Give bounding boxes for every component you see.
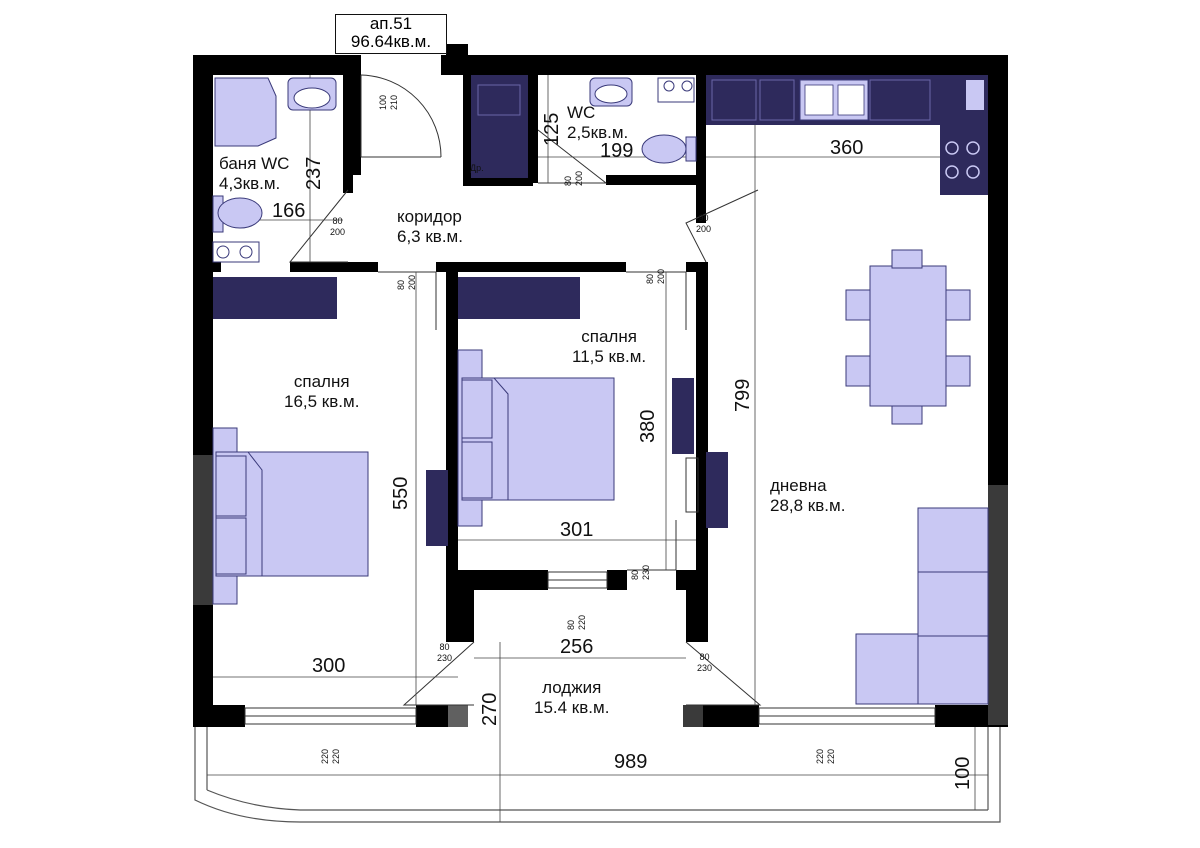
door-bath-w: 80 [332,216,343,226]
bedroom-large-label: спалня 16,5 кв.м. [284,372,359,412]
bedroom-large-name: спалня [293,372,350,391]
storage-label: Др. [470,163,484,173]
door-bedroom-large-w: 80 [396,279,406,290]
door-living-h: 200 [696,224,712,234]
bath-label: баня WC 4,3кв.м. [219,154,289,194]
bath-name: баня WC [219,154,290,173]
corridor-area: 6,3 кв.м. [397,227,463,246]
wc-area: 2,5кв.м. [567,123,629,142]
window-left-w: 220 [320,748,330,764]
dim-living-height: 799 [732,378,754,412]
kitchen-counter [706,75,988,195]
door-loggia-right-h: 230 [697,663,713,673]
door-bedroom-small-w: 80 [645,273,655,284]
bedroom-small-area: 11,5 кв.м. [572,347,647,366]
living-furniture [845,249,989,705]
door-bedroom-small-balcony-h: 230 [641,564,651,580]
door-bedroom-small-balcony-w: 80 [630,569,640,580]
dim-bedroom-small-width: 301 [560,519,594,541]
door-bedroom-small-h: 200 [656,268,666,284]
dim-loggia-depth: 270 [479,692,501,726]
dim-living-width: 360 [830,137,864,159]
wc-label: WC 2,5кв.м. [567,103,628,143]
storage-cabinet [471,75,528,178]
corridor-label: коридор 6,3 кв.м. [397,207,463,247]
dim-bath-width: 166 [272,200,306,222]
door-loggia-left-w: 80 [439,642,450,652]
dim-bedroom-large-width: 300 [312,655,346,677]
door-loggia-window-w: 80 [566,619,576,630]
window-left-h: 220 [331,748,341,764]
apartment-label-box: ап.51 96.64кв.м. [335,14,447,54]
hatched-walls [193,455,1008,727]
door-wc-h: 200 [574,170,584,186]
door-living-w: 90 [698,213,709,223]
bedroom-small-label: спалня 11,5 кв.м. [572,327,646,367]
wc-name: WC [567,103,596,122]
apartment-name: ап.51 [369,14,413,33]
loggia-area: 15.4 кв.м. [534,698,610,717]
dim-total-width: 989 [614,751,648,773]
dim-wc-height: 125 [541,112,563,146]
balcony-outline [194,725,1001,823]
dim-bedroom-large-height: 550 [390,476,412,510]
bath-fixtures [212,77,697,263]
bedroom-large-furniture [212,277,448,605]
window-right-h: 220 [826,748,836,764]
dim-bath-height: 237 [303,156,325,190]
door-entrance-w: 100 [378,94,388,110]
bedroom-small-name: спалня [581,327,637,346]
loggia-label: лоджия 15.4 кв.м. [534,678,609,718]
loggia-name: лоджия [542,678,602,697]
living-name: дневна [770,476,827,495]
door-bedroom-large-h: 200 [407,274,417,290]
door-swings [288,74,762,706]
living-area: 28,8 кв.м. [770,496,846,515]
dim-wc-width: 199 [600,140,634,162]
bedroom-small-furniture [457,277,728,528]
apartment-area: 96.64кв.м. [350,32,432,51]
door-wc-w: 80 [563,175,573,186]
living-label: дневна 28,8 кв.м. [770,476,845,516]
bedroom-large-area: 16,5 кв.м. [284,392,360,411]
door-entrance-h: 210 [389,94,399,110]
door-loggia-right-w: 80 [699,652,710,662]
door-loggia-left-h: 230 [437,653,453,663]
dim-bedroom-small-height: 380 [637,409,659,443]
bath-area: 4,3кв.м. [219,174,281,193]
dim-balcony-depth: 100 [952,756,974,790]
windows [244,457,936,725]
door-loggia-window-h: 220 [577,614,587,630]
door-bath-h: 200 [330,227,346,237]
dim-loggia-inner-width: 256 [560,636,594,658]
window-right-w: 220 [815,748,825,764]
corridor-name: коридор [397,207,462,226]
